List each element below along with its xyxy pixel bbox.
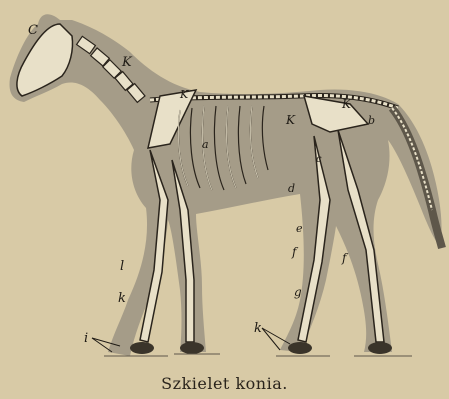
label-d: d <box>288 182 295 195</box>
skull-bone <box>17 24 73 96</box>
label-e: e <box>296 222 303 235</box>
label-k-hind: k <box>254 321 262 336</box>
label-k-croup: K <box>341 97 352 111</box>
label-i: i <box>84 331 88 346</box>
ground-shadow <box>104 354 412 356</box>
label-k-front: k <box>118 291 126 306</box>
label-b: b <box>368 114 375 127</box>
label-c-lower: c <box>316 154 322 165</box>
hooves <box>130 342 392 354</box>
label-k-loin: K <box>285 113 296 127</box>
label-c: C <box>28 23 38 38</box>
label-k-shoulder: K <box>179 88 189 101</box>
label-f-left: f <box>291 245 299 259</box>
label-a: a <box>202 138 209 151</box>
label-f-right: f <box>341 251 349 265</box>
label-k-neck: K <box>121 55 133 70</box>
label-g: g <box>294 285 302 299</box>
figure-caption: Szkielet konia. <box>0 374 449 393</box>
label-l: l <box>120 259 124 274</box>
